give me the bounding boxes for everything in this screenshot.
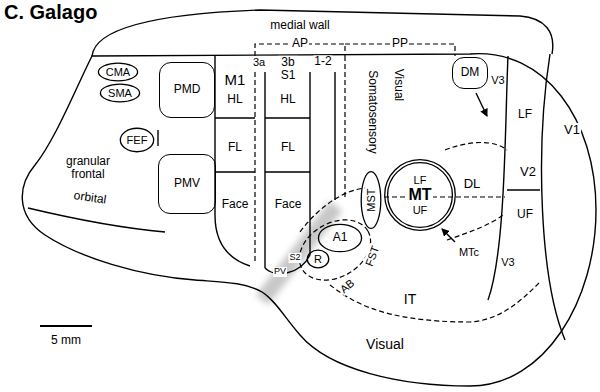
area-label: FEF xyxy=(126,134,149,146)
area-oval: R xyxy=(307,250,329,268)
region-label: LF xyxy=(517,108,533,121)
region-label: PV xyxy=(273,267,287,277)
area-box: DM xyxy=(452,57,488,89)
region-label: Face xyxy=(274,198,303,211)
region-label: FL xyxy=(280,141,296,154)
region-label: medial wall xyxy=(269,19,330,32)
region-label: HL xyxy=(226,93,243,106)
region-label: S2 xyxy=(288,253,301,263)
region-label: Visual xyxy=(391,68,404,102)
area-label: LF xyxy=(413,174,428,186)
area-label: PMD xyxy=(173,83,202,96)
region-label: 3b S1 xyxy=(278,56,298,82)
area-oval: CMA xyxy=(98,63,138,81)
region-label: V3 xyxy=(500,256,515,268)
area-label: A1 xyxy=(332,231,349,244)
region-label: V1 xyxy=(563,123,581,137)
region-label: MTc xyxy=(458,246,480,258)
area-oval: FEF xyxy=(120,128,154,152)
area-label: UF xyxy=(412,204,429,216)
region-label: V2 xyxy=(519,165,537,179)
region-label: DL xyxy=(463,177,482,191)
region-label: AP xyxy=(291,37,309,50)
region-label: Visual xyxy=(365,337,405,352)
region-label: Somatosensory xyxy=(365,69,378,154)
area-oval: MST xyxy=(361,171,381,229)
area-label: MST xyxy=(365,187,377,212)
region-label: UF xyxy=(516,208,534,221)
area-box: PMV xyxy=(158,154,216,214)
region-label: PP xyxy=(391,37,409,50)
region-label: Face xyxy=(221,198,250,211)
region-label: M1 xyxy=(224,72,247,89)
region-label: 3a xyxy=(252,56,266,68)
region-label: granular frontal xyxy=(57,155,119,181)
area-label: CMA xyxy=(105,66,131,78)
area-label: PMV xyxy=(173,177,201,190)
area-label: MT xyxy=(407,186,432,204)
region-label: FL xyxy=(227,141,243,154)
region-label: FST xyxy=(362,243,381,269)
area-oval: A1 xyxy=(318,224,362,252)
region-label: AB xyxy=(337,276,358,296)
region-label: orbital xyxy=(72,189,108,207)
area-oval: LFMTUF xyxy=(384,159,456,231)
area-box: PMD xyxy=(159,62,215,118)
region-label: 1-2 xyxy=(313,55,332,68)
region-label: IT xyxy=(403,292,417,307)
region-label: HL xyxy=(279,93,296,106)
region-label: 5 mm xyxy=(50,334,82,347)
region-label: V3 xyxy=(490,74,505,86)
area-oval: SMA xyxy=(100,84,140,102)
panel-title: C. Galago xyxy=(3,1,98,23)
area-label: SMA xyxy=(107,87,133,99)
area-label: R xyxy=(313,253,323,265)
area-label: DM xyxy=(460,66,481,79)
